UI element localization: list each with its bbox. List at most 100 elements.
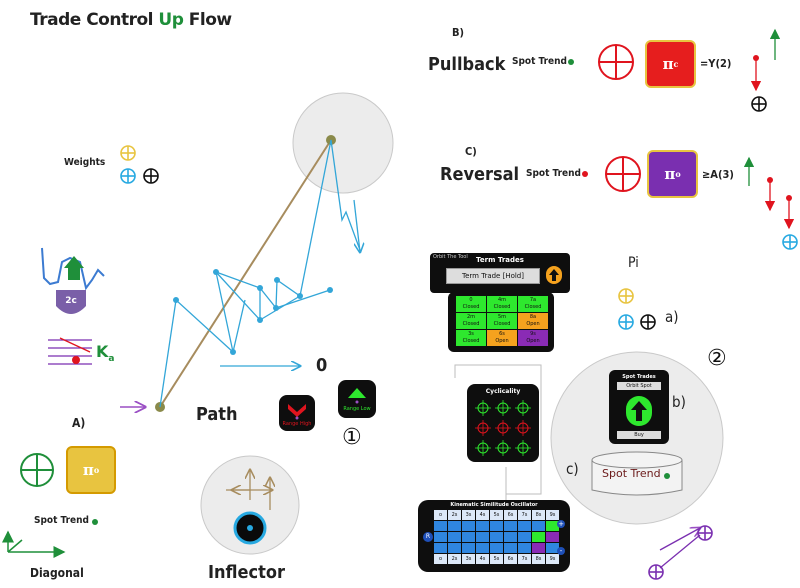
range-high-button[interactable]: Range High <box>279 395 315 431</box>
term-trade-cell[interactable]: 8a Open <box>518 313 548 329</box>
term-trade-cell[interactable]: 5m Closed <box>487 313 517 329</box>
oscillator-column-label: 8s <box>532 510 545 520</box>
term-trade-cell[interactable]: 2m Closed <box>456 313 486 329</box>
2c-shield <box>56 290 86 314</box>
oscillator-cell[interactable] <box>448 543 461 553</box>
oscillator-column-label: 5s <box>490 554 503 564</box>
pi-label: Pi <box>628 255 639 271</box>
oscillator-cell[interactable] <box>448 521 461 531</box>
oscillator-column-label: 3s <box>462 554 475 564</box>
crosshair-target-icon <box>495 440 511 456</box>
range-low-label: Range Low <box>343 406 371 412</box>
term-trades-panel: Orbit The Tool Term Trades Term Trade [H… <box>430 253 570 293</box>
oscillator-cell[interactable] <box>462 532 475 542</box>
c-small-label: c) <box>566 460 579 478</box>
oscillator-cell[interactable] <box>490 543 503 553</box>
oscillator-column-label: 6s <box>504 510 517 520</box>
cyclicality-targets <box>475 400 531 456</box>
oscillator-cell[interactable] <box>546 543 559 553</box>
oscillator-cell[interactable] <box>434 532 447 542</box>
oscillator-column-label: 9s <box>546 510 559 520</box>
oscillator-cell[interactable] <box>490 532 503 542</box>
crosshair-target-icon <box>515 420 531 436</box>
pi-symbols <box>618 288 656 330</box>
spot-trend-reversal: Spot Trend <box>526 168 581 179</box>
oscillator-cell[interactable] <box>490 521 503 531</box>
spot-trend-database <box>591 451 683 496</box>
title-part-2: Flow <box>183 10 232 30</box>
oscillator-row-label: R <box>423 532 433 542</box>
pullback-formula: =Y(2) <box>700 57 732 70</box>
oscillator-cell[interactable] <box>434 543 447 553</box>
spot-trend-db-label: Spot Trend <box>602 467 661 480</box>
oscillator-cell[interactable] <box>448 532 461 542</box>
reversal-letter: C) <box>465 145 477 158</box>
pullback-label: Pullback <box>428 54 506 75</box>
oscillator-cell[interactable] <box>476 532 489 542</box>
oscillator-cell[interactable] <box>518 521 531 531</box>
orbit-spot-button[interactable]: Orbit Spot <box>617 382 661 390</box>
cyclicality-label: Cyclicality <box>485 388 521 395</box>
crosshair-target-icon <box>515 400 531 416</box>
term-trade-cell[interactable]: 3s Closed <box>456 330 486 346</box>
term-trade-cell[interactable]: 9s Open <box>518 330 548 346</box>
oscillator-cell[interactable] <box>504 521 517 531</box>
oscillator-cell[interactable] <box>532 532 545 542</box>
range-low-button[interactable]: Range Low <box>338 380 376 418</box>
oscillator-column-label: o <box>434 510 447 520</box>
spot-up-icon[interactable] <box>626 396 652 426</box>
oscillator-cell[interactable] <box>504 532 517 542</box>
term-trade-cell[interactable]: 4m Closed <box>487 296 517 312</box>
weights-label: Weights <box>64 157 106 168</box>
oscillator-cell[interactable] <box>546 532 559 542</box>
oscillator-plus-button[interactable]: + <box>557 520 565 528</box>
oscillator-cell[interactable] <box>504 543 517 553</box>
oscillator-cell[interactable] <box>532 543 545 553</box>
oscillator-column-label: 2s <box>448 554 461 564</box>
range-high-icon <box>288 404 306 420</box>
term-trade-cell[interactable]: 7a Closed <box>518 296 548 312</box>
cyclicality-panel[interactable]: Cyclicality <box>467 384 539 462</box>
target-circle <box>292 92 394 194</box>
oscillator-cell[interactable] <box>462 521 475 531</box>
page-title: Trade Control Up Flow <box>30 10 232 30</box>
oscillator-cell[interactable] <box>518 532 531 542</box>
buy-button[interactable]: Buy <box>617 431 661 439</box>
oscillator-column-label: 4s <box>476 554 489 564</box>
crosshair-target-icon <box>495 400 511 416</box>
zigzag-nodes <box>173 269 333 355</box>
reversal-label: Reversal <box>440 164 520 185</box>
circle-two-label: ② <box>707 346 727 371</box>
crosshair-a <box>20 453 54 487</box>
oscillator-column-label: 8s <box>532 554 545 564</box>
oscillator-cell[interactable] <box>532 521 545 531</box>
oscillator-cell[interactable] <box>462 543 475 553</box>
oscillator-column-label: 9s <box>546 554 559 564</box>
oscillator-minus-button[interactable]: - <box>557 547 565 555</box>
crosshair-target-icon <box>515 440 531 456</box>
term-trade-cell[interactable]: 0 Closed <box>456 296 486 312</box>
up-arrow-icon <box>64 256 84 280</box>
crosshair-reversal <box>605 156 641 192</box>
circle-one-label: ① <box>342 425 362 450</box>
section-a-letter: A) <box>72 416 86 430</box>
term-trades-caption: Orbit The Tool <box>433 254 468 260</box>
oscillator-cell[interactable] <box>434 521 447 531</box>
oscillator-cell[interactable] <box>476 543 489 553</box>
price-scribble <box>41 247 105 291</box>
reversal-plus-symbol <box>782 234 798 250</box>
oscillator-cell[interactable] <box>518 543 531 553</box>
term-trade-hold-button[interactable]: Term Trade [Hold] <box>446 268 540 284</box>
oscillator-cell[interactable] <box>476 521 489 531</box>
oscillator-column-label: 7s <box>518 554 531 564</box>
oscillator-cell[interactable] <box>546 521 559 531</box>
term-trade-cell[interactable]: 6s Open <box>487 330 517 346</box>
2c-label: 2c <box>65 296 77 306</box>
pullback-plus-symbol <box>751 96 767 112</box>
term-trade-up-icon[interactable] <box>546 266 562 284</box>
